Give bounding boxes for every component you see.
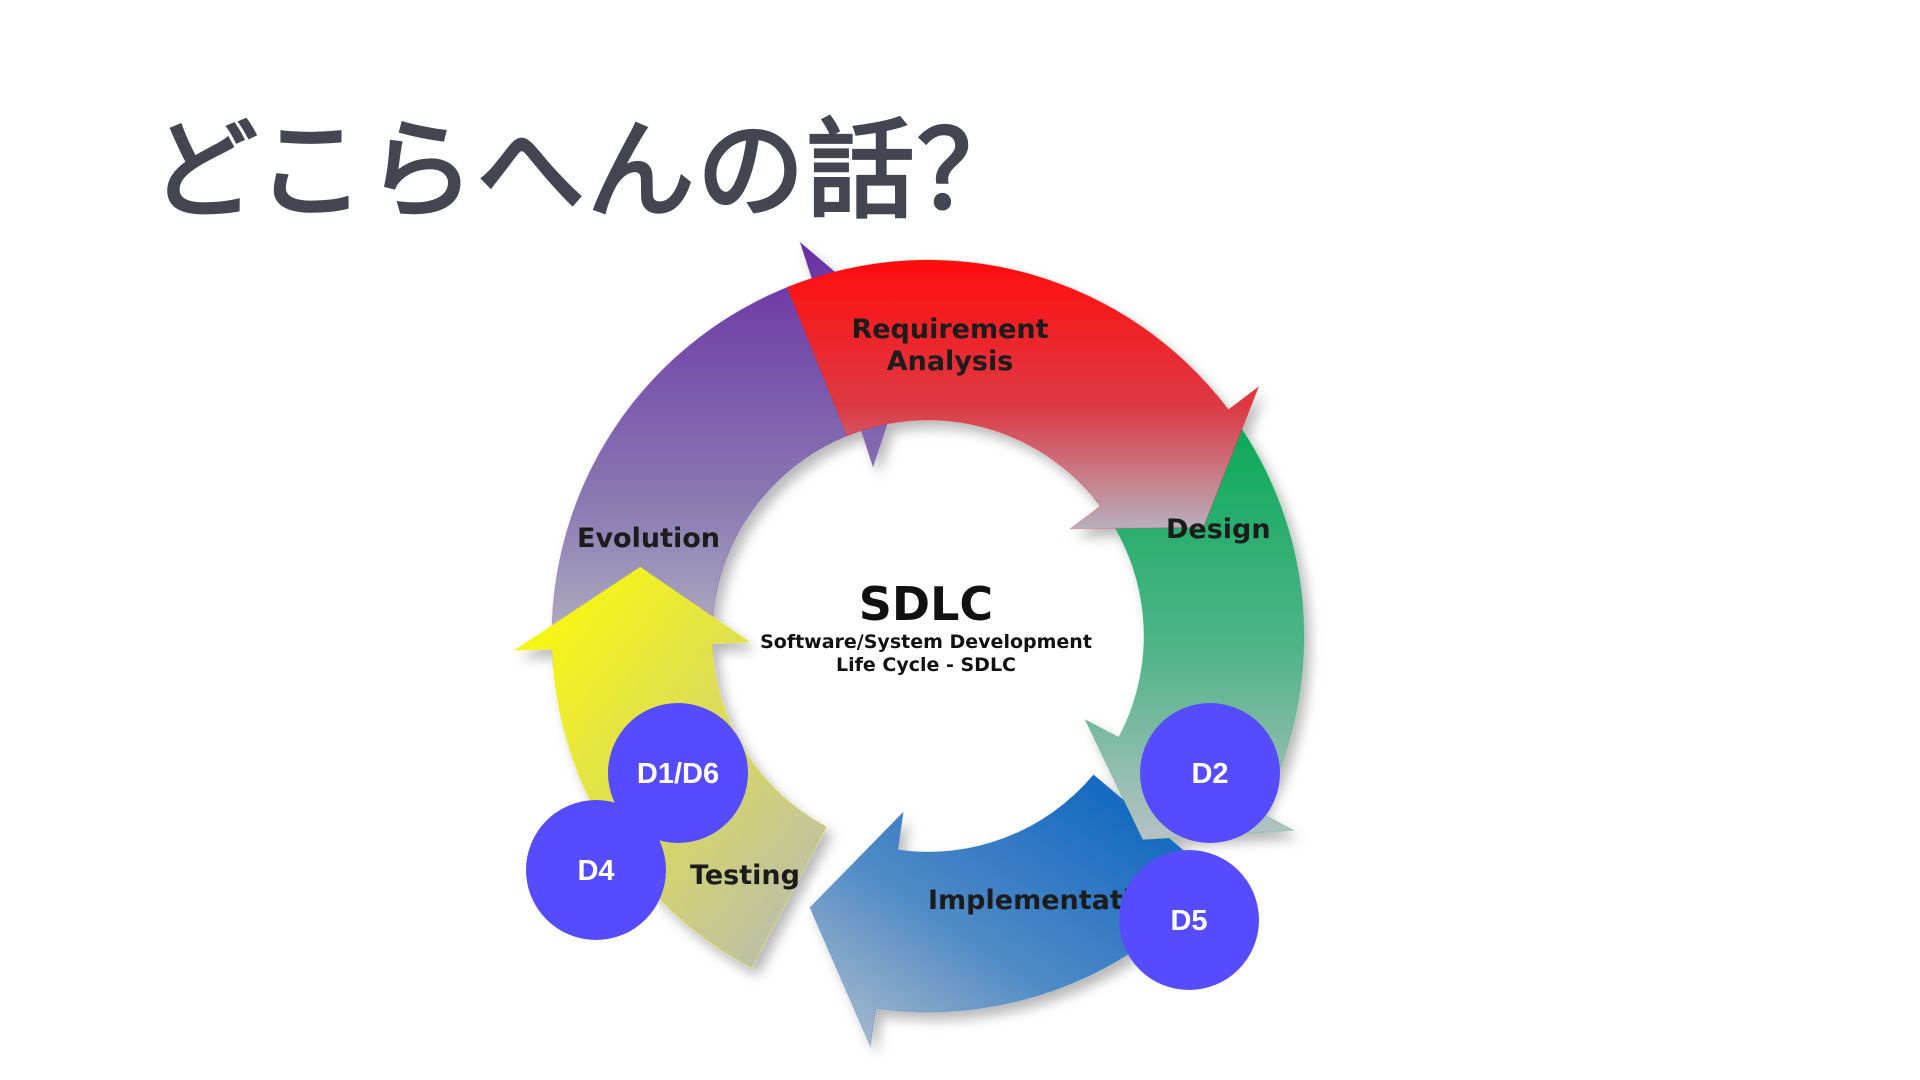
requirement-label-line2: Analysis xyxy=(887,346,1014,377)
badge-d2: D2 xyxy=(1140,703,1280,843)
badge-d5-label: D5 xyxy=(1170,905,1207,937)
design-label: Design xyxy=(1166,514,1271,545)
testing-label: Testing xyxy=(690,860,800,891)
badge-d4: D4 xyxy=(526,800,666,940)
badge-d1d6-label: D1/D6 xyxy=(637,758,719,790)
requirement-arrow xyxy=(786,259,1260,530)
badge-d2-label: D2 xyxy=(1191,758,1228,790)
badge-d4-label: D4 xyxy=(577,855,614,887)
center-title: SDLC xyxy=(859,577,993,631)
slide-title: どこらへんの話？ xyxy=(150,109,1027,234)
requirement-label-line1: Requirement xyxy=(851,314,1048,345)
center-subtitle-line1: Software/System Development xyxy=(760,631,1092,653)
implementation-arrow xyxy=(809,774,1217,1048)
center-subtitle-line2: Life Cycle - SDLC xyxy=(836,654,1016,676)
evolution-label: Evolution xyxy=(577,523,720,554)
badge-d1d6: D1/D6 xyxy=(608,703,748,843)
badge-d5: D5 xyxy=(1119,850,1259,990)
